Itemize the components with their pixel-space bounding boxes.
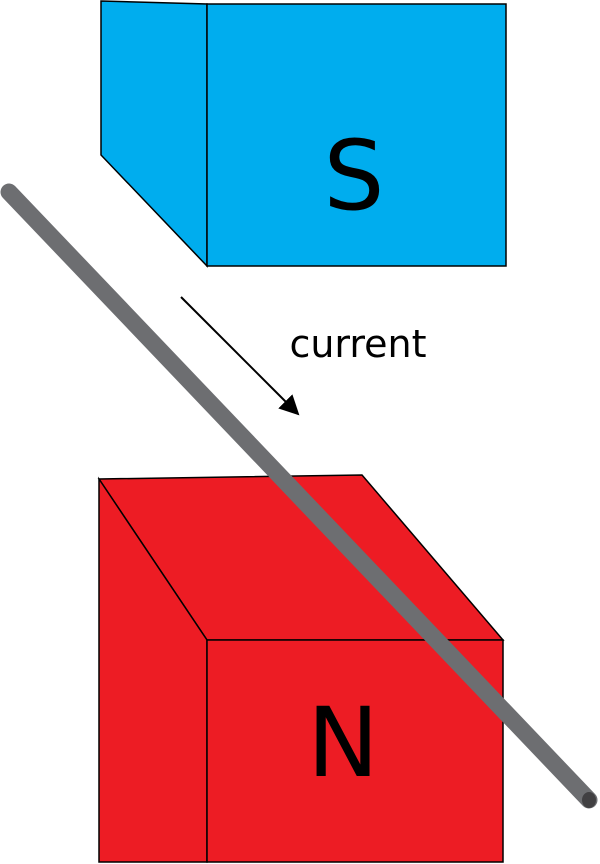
- south-magnet-side-face: [100, 0, 208, 268]
- wire-rod: [0, 183, 598, 809]
- current-direction-arrow: [180, 296, 300, 416]
- south-pole-label: S: [324, 120, 385, 232]
- south-magnet: S: [100, 0, 507, 268]
- north-magnet-front-face: [206, 639, 504, 863]
- north-pole-label: N: [307, 687, 379, 799]
- south-magnet-front-face: [206, 3, 507, 267]
- wire-end-cap: [582, 792, 596, 808]
- current-label: current: [289, 322, 426, 366]
- current-wire: [0, 183, 598, 809]
- north-magnet: N: [97, 474, 505, 863]
